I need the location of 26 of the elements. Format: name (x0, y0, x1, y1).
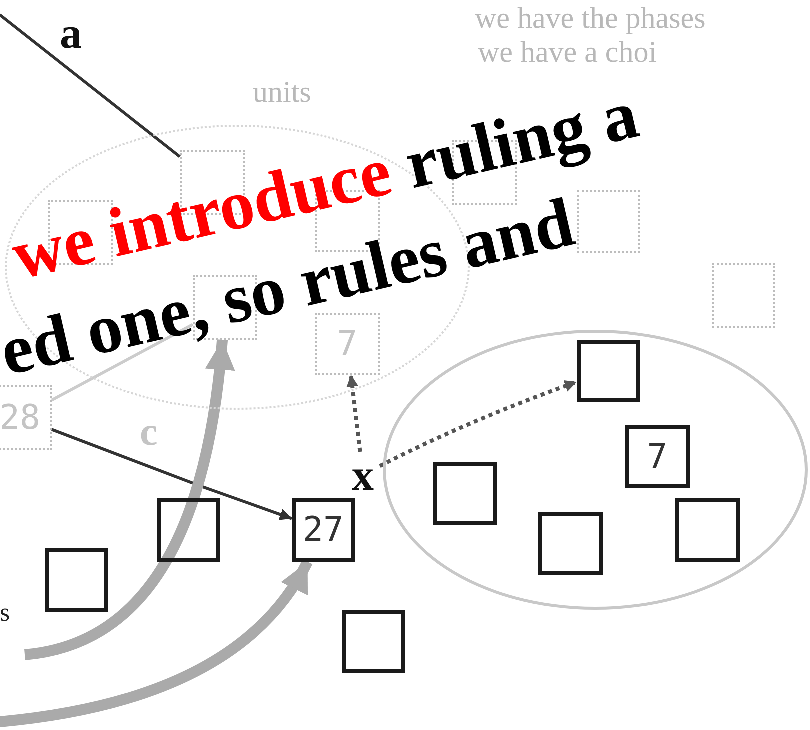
square-box (45, 548, 108, 612)
connector-line (0, 14, 181, 158)
faded-number-box: 28 (0, 385, 52, 450)
text-fragment: s (0, 600, 10, 626)
faded-box (712, 263, 775, 328)
faded-box (577, 190, 640, 253)
dotted-arrow (379, 380, 578, 468)
faded-text: we have a choi (478, 38, 658, 68)
curved-arrow (24, 339, 234, 660)
number-box: 27 (292, 498, 355, 562)
arrow (51, 428, 292, 520)
faded-text: units (253, 78, 312, 108)
faded-number-box: 7 (315, 313, 380, 375)
faded-text: we have the phases (475, 4, 706, 34)
square-box (433, 462, 497, 525)
square-box (342, 610, 405, 673)
curved-arrow (0, 559, 313, 728)
square-box (675, 498, 740, 562)
square-box (577, 340, 640, 402)
square-box (157, 498, 220, 562)
connector-line (51, 323, 194, 402)
ellipse-outline (383, 330, 808, 610)
dotted-arrow (346, 374, 362, 452)
variable-label: x (346, 452, 380, 498)
square-box (538, 512, 603, 575)
number-box: 7 (625, 425, 690, 488)
